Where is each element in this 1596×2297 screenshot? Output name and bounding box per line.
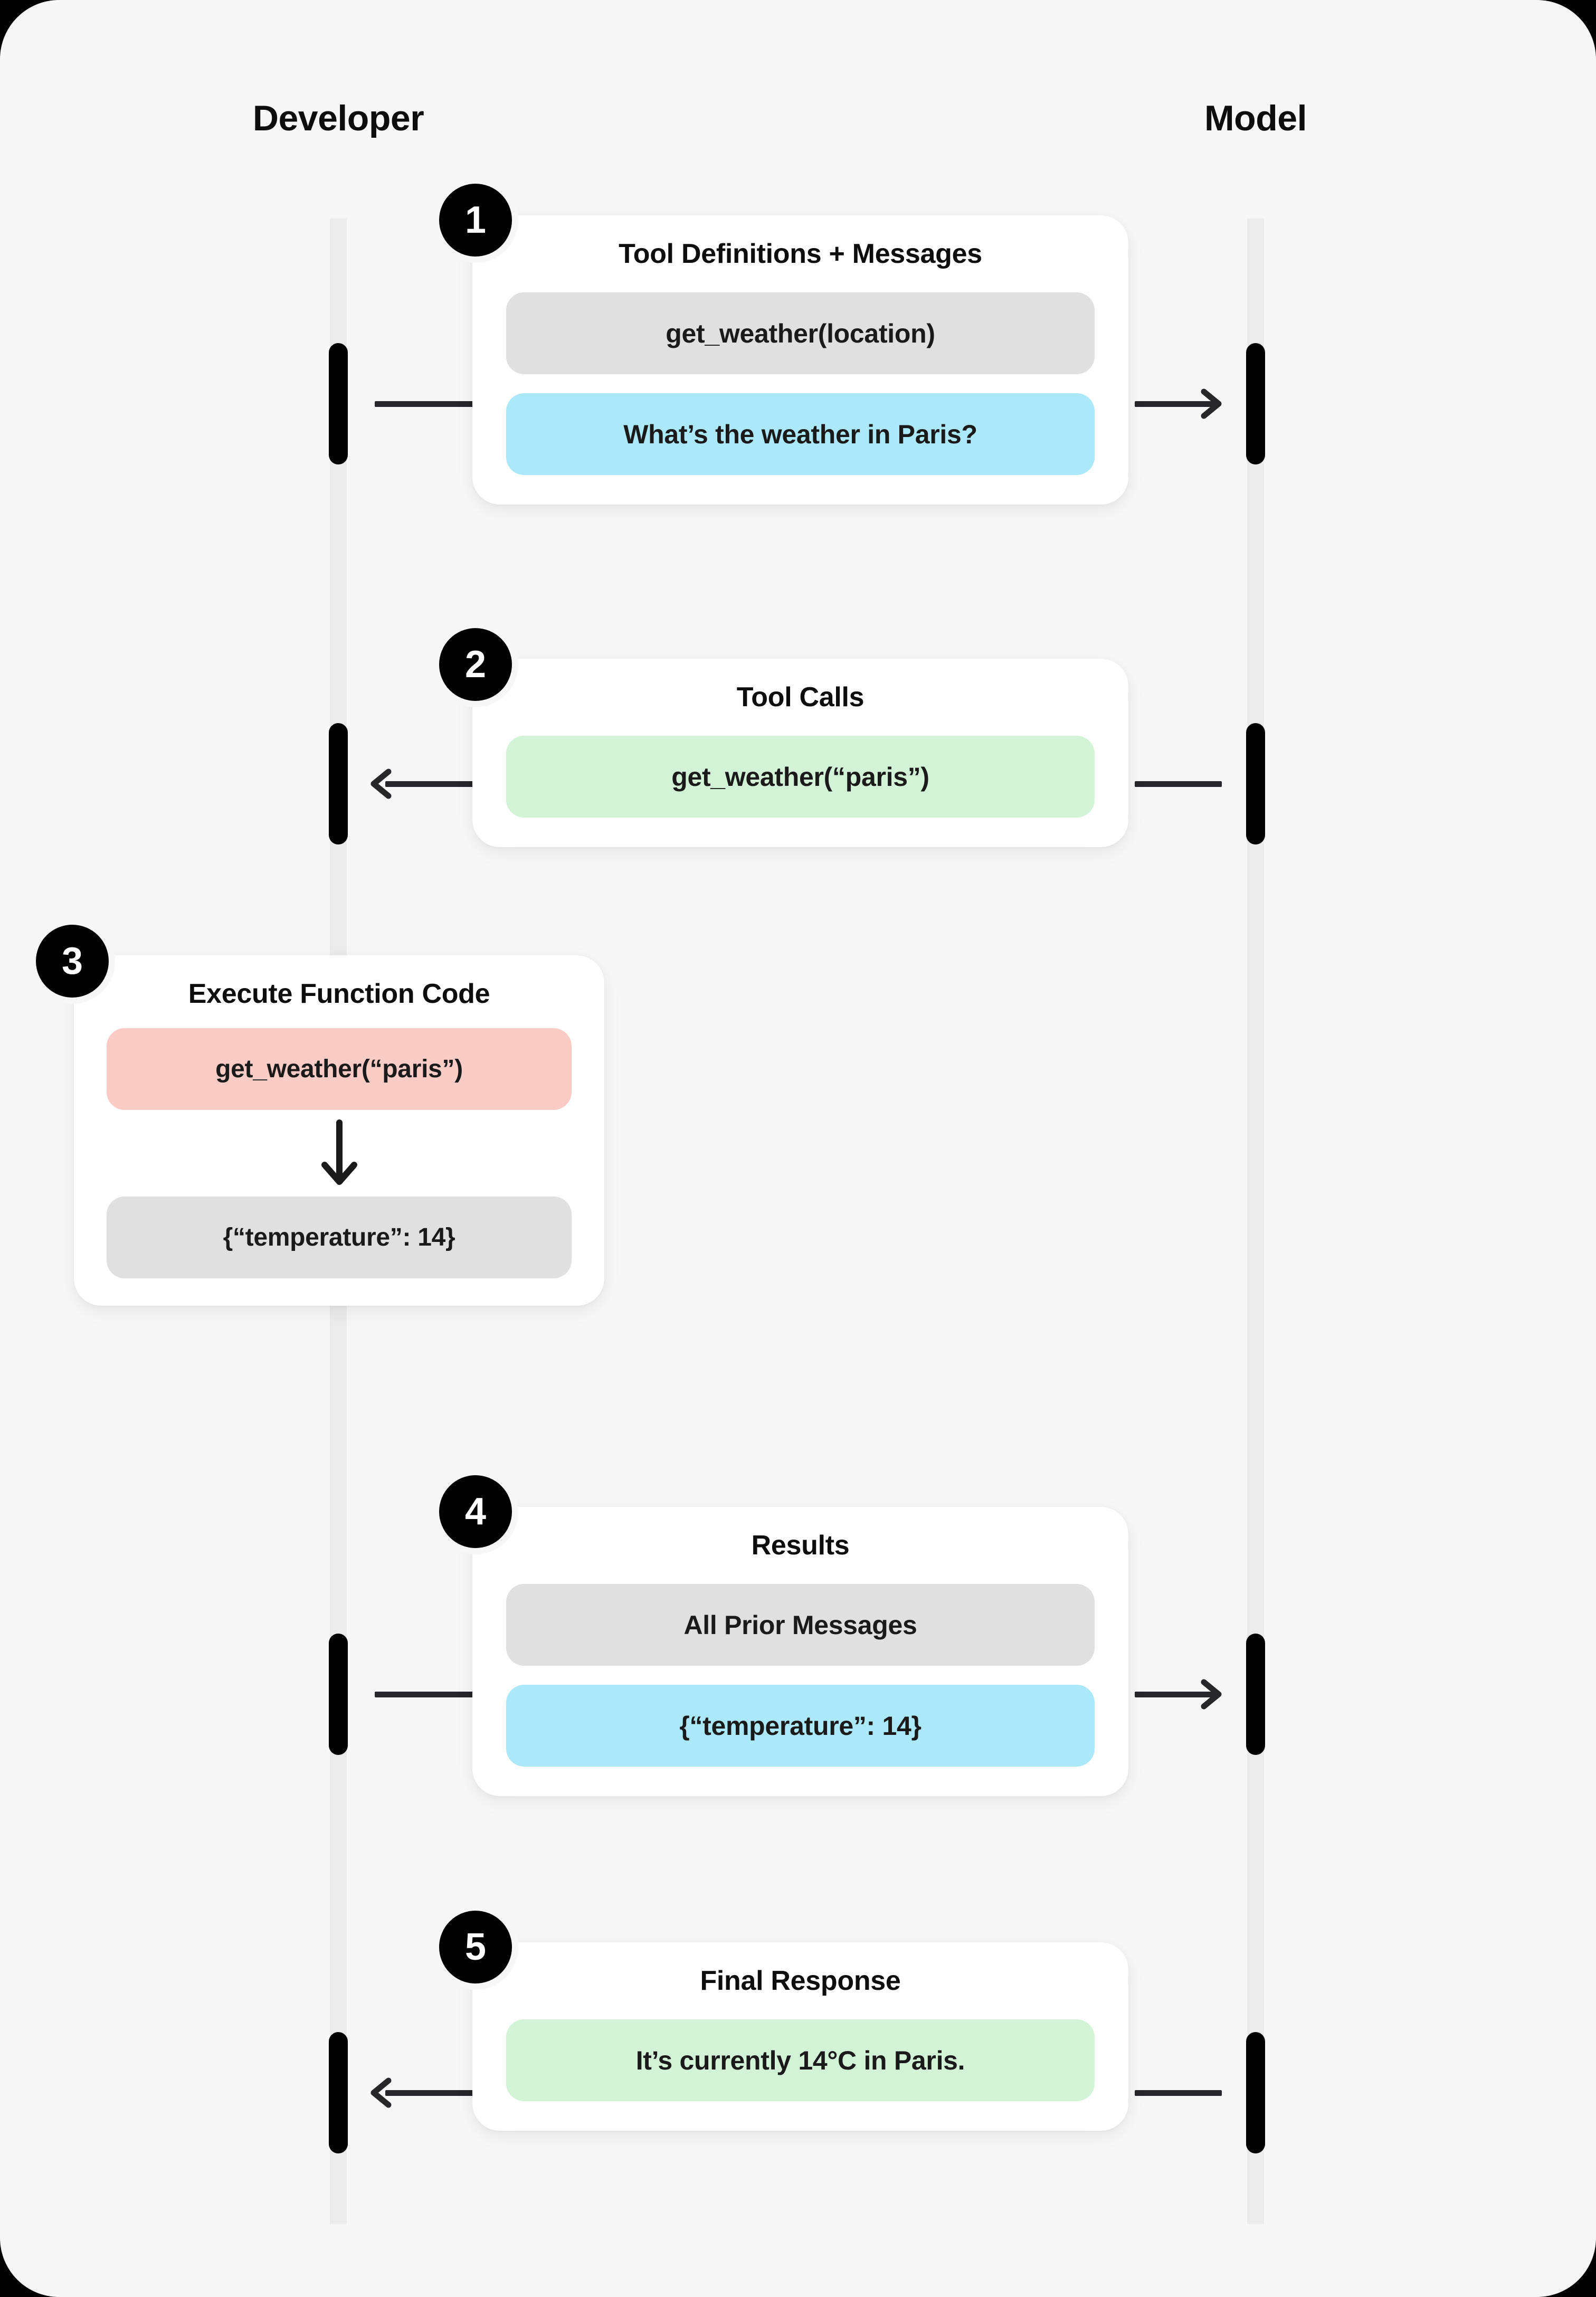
activation-developer-step5 (329, 2032, 348, 2153)
step-badge-3-number: 3 (61, 940, 83, 982)
connector-step1-right (1135, 401, 1219, 407)
connector-step2-left (385, 781, 493, 787)
activation-model-step1 (1246, 343, 1265, 464)
activation-model-step4 (1246, 1634, 1265, 1755)
lane-label-model: Model (1204, 98, 1307, 138)
lifeline-model (1247, 219, 1264, 2224)
step-card-5-pill-final-answer: It’s currently 14°C in Paris. (506, 2019, 1095, 2102)
step-badge-4-number: 4 (464, 1491, 487, 1533)
step-card-4-title: Results (751, 1530, 850, 1561)
connector-step1-left (375, 401, 491, 407)
step-card-2[interactable]: Tool Calls get_weather(“paris”) (472, 659, 1128, 848)
step-card-5[interactable]: Final Response It’s currently 14°C in Pa… (472, 1942, 1128, 2131)
arrowhead-left-step5 (369, 2076, 402, 2109)
connector-step4-right (1135, 1692, 1219, 1697)
down-arrow-icon (321, 1119, 357, 1185)
step-card-1[interactable]: Tool Definitions + Messages get_weather(… (472, 215, 1128, 505)
connector-step4-left (375, 1692, 491, 1697)
step-card-3-title: Execute Function Code (188, 979, 490, 1009)
step-card-3-pill-function-result: {“temperature”: 14} (107, 1197, 572, 1279)
arrowhead-right-step1 (1190, 387, 1223, 420)
step-badge-5: 5 (439, 1911, 512, 1983)
step-badge-1: 1 (439, 184, 512, 257)
step-badge-2: 2 (439, 628, 512, 701)
activation-developer-step1 (329, 343, 348, 464)
step-card-2-title: Tool Calls (736, 682, 864, 713)
activation-developer-step2 (329, 723, 348, 844)
step-card-3-pill-function-invocation: get_weather(“paris”) (107, 1028, 572, 1110)
connector-step2-right (1135, 781, 1222, 787)
step-card-4-pill-tool-result: {“temperature”: 14} (506, 1685, 1095, 1767)
activation-model-step2 (1246, 723, 1265, 844)
activation-developer-step4 (329, 1634, 348, 1755)
step-badge-2-number: 2 (464, 643, 487, 686)
step-card-5-title: Final Response (700, 1966, 901, 1996)
step-badge-5-number: 5 (464, 1926, 487, 1968)
arrowhead-left-step2 (369, 767, 402, 800)
step-card-3[interactable]: Execute Function Code get_weather(“paris… (74, 955, 604, 1306)
step-card-1-title: Tool Definitions + Messages (619, 239, 982, 269)
step-badge-1-number: 1 (464, 199, 487, 241)
step-card-1-pill-user-message: What’s the weather in Paris? (506, 393, 1095, 476)
activation-model-step5 (1246, 2032, 1265, 2153)
connector-step5-left (385, 2090, 493, 2096)
step-badge-3: 3 (36, 925, 109, 998)
arrowhead-right-step4 (1190, 1678, 1223, 1711)
step-card-4[interactable]: Results All Prior Messages {“temperature… (472, 1507, 1128, 1797)
connector-step5-right (1135, 2090, 1222, 2096)
step-card-1-pill-tool-definition: get_weather(location) (506, 292, 1095, 375)
step-badge-4: 4 (439, 1475, 512, 1548)
lane-label-developer: Developer (252, 98, 424, 138)
step-card-4-pill-prior-messages: All Prior Messages (506, 1584, 1095, 1666)
step-card-2-pill-tool-call: get_weather(“paris”) (506, 736, 1095, 818)
